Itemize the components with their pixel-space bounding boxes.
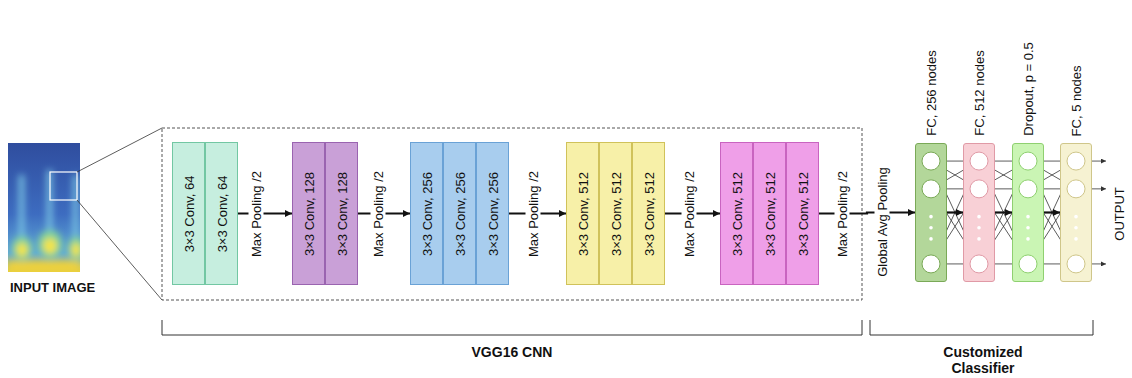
layer-label: 3×3 Conv, 512	[729, 172, 744, 256]
fc-layer-column: Dropout, p = 0.5	[1012, 143, 1044, 282]
conv-layer-box: 3×3 Conv, 512	[786, 142, 819, 285]
layer-label: 3×3 Conv, 256	[485, 172, 500, 256]
layer-note: Max Pooling /2	[371, 167, 386, 261]
layer-note: Max Pooling /2	[682, 167, 697, 261]
conv-layer-box: 3×3 Conv, 256	[410, 142, 443, 285]
spectrogram-image	[8, 143, 80, 272]
conv-layer-box: 3×3 Conv, 256	[476, 142, 509, 285]
flow-arrow	[995, 211, 1012, 213]
conv-layer-box: 3×3 Conv, 256	[443, 142, 476, 285]
layer-heading: Dropout, p = 0.5	[1021, 42, 1036, 136]
flow-arrow	[1044, 211, 1060, 213]
layer-label: 3×3 Conv, 64	[181, 175, 196, 252]
layer-label: 3×3 Conv, 256	[452, 172, 467, 256]
neuron-circles	[1012, 143, 1044, 282]
layer-label: 3×3 Conv, 128	[301, 172, 316, 256]
flow-arrow	[238, 212, 292, 214]
flow-arrow	[819, 213, 915, 214]
zoom-line	[77, 128, 162, 172]
conv-layer-box: 3×3 Conv, 512	[566, 142, 599, 285]
layer-heading: FC, 5 nodes	[1069, 65, 1084, 136]
section-label: Customized Classifier	[928, 344, 1038, 376]
layer-label: 3×3 Conv, 256	[419, 172, 434, 256]
conv-layer-box: 3×3 Conv, 512	[753, 142, 786, 285]
layer-note: Max Pooling /2	[249, 167, 264, 261]
fc-layer-column: FC, 5 nodes	[1060, 143, 1092, 282]
bracket	[870, 320, 1093, 335]
neuron-circles	[1060, 143, 1092, 282]
layer-note: Max Pooling /2	[526, 167, 541, 261]
layer-label: 3×3 Conv, 512	[575, 172, 590, 256]
layer-label: 3×3 Conv, 512	[608, 172, 623, 256]
neuron-circles	[963, 143, 995, 282]
conv-layer-box: 3×3 Conv, 512	[720, 142, 753, 285]
conv-layer-box: 3×3 Conv, 512	[599, 142, 632, 285]
flow-arrow	[947, 211, 963, 213]
conv-layer-box: 3×3 Conv, 128	[292, 142, 325, 285]
layer-label: 3×3 Conv, 64	[214, 175, 229, 252]
layer-label: 3×3 Conv, 512	[795, 172, 810, 256]
layer-heading: FC, 512 nodes	[972, 51, 987, 136]
fc-layer-column: FC, 512 nodes	[963, 143, 995, 282]
layer-note: Max Pooling /2	[835, 167, 850, 261]
conv-layer-box: 3×3 Conv, 512	[632, 142, 665, 285]
vgg-dashed-frame	[162, 128, 862, 300]
layer-label: 3×3 Conv, 128	[334, 172, 349, 256]
layer-label: 3×3 Conv, 512	[762, 172, 777, 256]
conv-layer-box: 3×3 Conv, 64	[172, 142, 205, 285]
input-image: INPUT IMAGE	[8, 143, 80, 272]
bracket	[162, 320, 862, 335]
conv-layer-box: 3×3 Conv, 128	[325, 142, 358, 285]
layer-label: 3×3 Conv, 512	[641, 172, 656, 256]
fc-layer-column: FC, 256 nodes	[915, 143, 947, 282]
image-caption: INPUT IMAGE	[10, 280, 95, 295]
layer-heading: FC, 256 nodes	[924, 51, 939, 136]
section-label: VGG16 CNN	[412, 344, 612, 360]
layer-note: Global Avg Pooling	[875, 163, 890, 281]
neuron-circles	[915, 143, 947, 282]
layer-note: OUTPUT	[1112, 183, 1127, 244]
conv-layer-box: 3×3 Conv, 64	[205, 142, 238, 285]
